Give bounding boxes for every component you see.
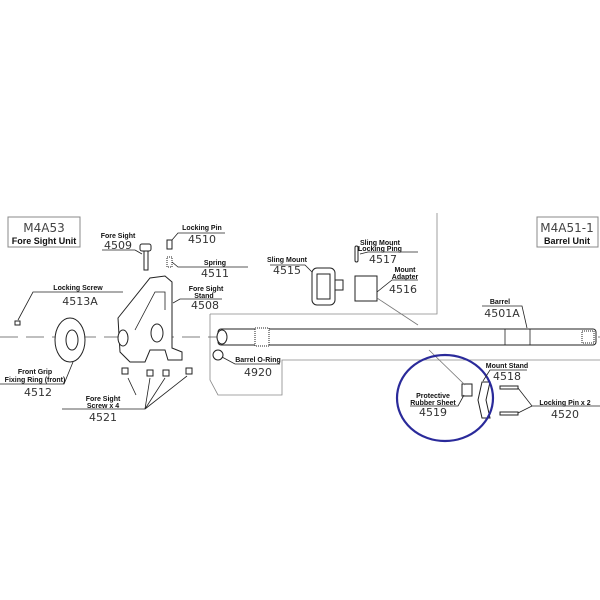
fore-sight-stand-part bbox=[117, 275, 183, 363]
fore-sight-part bbox=[139, 243, 152, 271]
part-label: Mount bbox=[395, 267, 417, 274]
part-label: Stand bbox=[194, 293, 213, 300]
barrel-part bbox=[216, 327, 597, 347]
unit-box-m4a53: M4A53 Fore Sight Unit bbox=[7, 216, 81, 248]
part-number: 4516 bbox=[389, 283, 417, 296]
part-label: Adapter bbox=[392, 274, 419, 281]
part-label: Barrel bbox=[490, 299, 510, 306]
part-label: Locking Screw bbox=[53, 285, 103, 292]
unit-name: Barrel Unit bbox=[544, 236, 590, 246]
part-label: Fore Sight bbox=[189, 286, 224, 293]
part-number: 4510 bbox=[188, 233, 216, 246]
callout-4521: Fore Sight Screw x 4 4521 bbox=[62, 396, 145, 424]
part-label: Protective bbox=[416, 393, 450, 400]
part-number: 4520 bbox=[551, 408, 579, 421]
part-number: 4517 bbox=[369, 253, 397, 266]
callout-4920: Barrel O-Ring 4920 bbox=[221, 356, 281, 379]
callout-4517: Sling Mount Locking Ping 4517 bbox=[358, 240, 418, 266]
unit-code: M4A51-1 bbox=[540, 221, 593, 235]
sling-mount-part bbox=[311, 267, 344, 306]
sling-mount-pin-part bbox=[354, 245, 359, 263]
callout-4510: Locking Pin 4510 bbox=[171, 225, 225, 246]
callout-4518: Mount Stand 4518 bbox=[482, 363, 528, 383]
callout-4513a: Locking Screw 4513A bbox=[17, 285, 123, 321]
highlight-circle bbox=[395, 353, 495, 443]
part-number: 4518 bbox=[493, 370, 521, 383]
part-number: 4511 bbox=[201, 267, 229, 280]
part-label: Sling Mount bbox=[360, 240, 401, 247]
part-label: Fore Sight bbox=[86, 396, 121, 403]
spring-part bbox=[166, 256, 173, 268]
locking-screw-part bbox=[14, 320, 21, 326]
callout-4509: Fore Sight 4509 bbox=[101, 233, 143, 255]
part-number: 4501A bbox=[484, 307, 520, 320]
part-label: Locking Pin bbox=[182, 225, 222, 232]
front-grip-ring-part bbox=[54, 317, 86, 363]
callout-4508: Fore Sight Stand 4508 bbox=[172, 286, 224, 312]
panel-borders bbox=[209, 213, 600, 396]
part-number: 4920 bbox=[244, 366, 272, 379]
part-label: Fixing Ring (front) bbox=[5, 377, 66, 384]
part-number: 4508 bbox=[191, 299, 219, 312]
part-label: Rubber Sheet bbox=[410, 400, 456, 407]
unit-box-m4a51-1: M4A51-1 Barrel Unit bbox=[536, 216, 599, 248]
part-label: Locking Pin x 2 bbox=[539, 400, 590, 407]
part-label: Locking Ping bbox=[358, 246, 402, 253]
callout-4511: Spring 4511 bbox=[171, 260, 248, 280]
part-label: Spring bbox=[204, 260, 226, 267]
mount-adapter-part bbox=[354, 275, 419, 326]
callout-4516: Mount Adapter 4516 bbox=[376, 267, 419, 296]
part-label: Mount Stand bbox=[486, 363, 528, 370]
part-number: 4515 bbox=[273, 264, 301, 277]
part-label: Front Grip bbox=[18, 369, 52, 376]
part-label: Barrel O-Ring bbox=[235, 357, 281, 364]
part-label: Fore Sight bbox=[101, 233, 136, 240]
callout-4520: Locking Pin x 2 4520 bbox=[517, 387, 600, 421]
part-number: 4509 bbox=[104, 239, 132, 252]
callout-4519: Protective Rubber Sheet 4519 bbox=[410, 393, 465, 419]
part-label: Screw x 4 bbox=[87, 403, 119, 410]
part-label: Sling Mount bbox=[267, 257, 308, 264]
callout-4515: Sling Mount 4515 bbox=[267, 257, 313, 277]
locking-pin-part bbox=[166, 239, 173, 250]
fore-sight-screws-part bbox=[121, 367, 193, 410]
callout-4501a: Barrel 4501A bbox=[482, 299, 528, 329]
unit-name: Fore Sight Unit bbox=[12, 236, 77, 246]
unit-code: M4A53 bbox=[23, 221, 64, 235]
part-number: 4512 bbox=[24, 386, 52, 399]
part-number: 4521 bbox=[89, 411, 117, 424]
mount-stand-part bbox=[428, 349, 519, 419]
part-number: 4513A bbox=[62, 295, 98, 308]
callout-4512: Front Grip Fixing Ring (front) 4512 bbox=[0, 361, 74, 399]
barrel-oring-part bbox=[212, 349, 224, 361]
part-number: 4519 bbox=[419, 406, 447, 419]
